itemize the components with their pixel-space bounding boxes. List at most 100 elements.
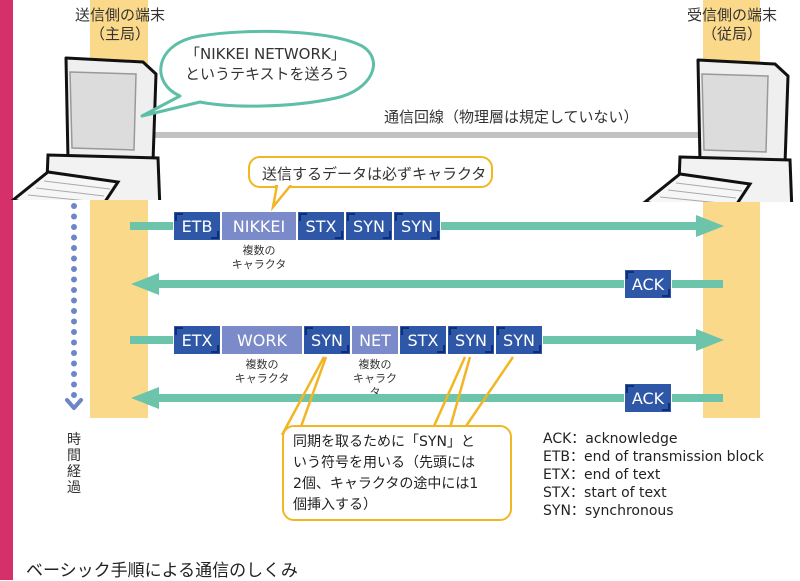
- time-arrow-dot: [71, 350, 77, 356]
- frame-work: WORK: [221, 325, 303, 355]
- legend-separator: ：: [570, 485, 585, 501]
- legend-abbr: STX: [543, 485, 571, 501]
- time-arrow-dot: [71, 318, 77, 325]
- legend-abbr: ETB: [543, 449, 571, 465]
- accent-bar: [0, 0, 13, 580]
- time-arrow-dot: [71, 276, 77, 283]
- legend-item: ETB：end of transmission block: [543, 448, 764, 466]
- frame-note-line1: 複数の: [358, 358, 392, 371]
- frame-note: 複数のキャラクタ: [221, 244, 297, 272]
- frame-net: NET: [351, 325, 399, 355]
- legend-item: SYN：synchronous: [543, 502, 764, 520]
- receiver-label-line2: （従局）: [701, 25, 762, 43]
- data-callout-pointer: [271, 185, 292, 211]
- legend-separator: ：: [570, 449, 585, 465]
- legend-meaning: end of transmission block: [584, 449, 764, 465]
- frame-stx: STX: [399, 325, 447, 355]
- frame-etx: ETX: [173, 325, 221, 355]
- syn-callout-line2: いう符号を用いる（先頭には: [293, 455, 475, 471]
- syn-callout-line1: 同期を取るために「SYN」と: [293, 434, 475, 450]
- time-label-text: 時間経過: [67, 432, 81, 496]
- time-arrow-dot: [71, 297, 77, 304]
- speech-bubble-line2: というテキストを送ろう: [185, 65, 350, 83]
- time-arrow-dot: [71, 287, 77, 293]
- legend-abbr: ETX: [543, 467, 570, 483]
- speech-bubble: 「NIKKEI NETWORK」 というテキストを送ろう: [185, 44, 350, 84]
- time-arrow-dot: [71, 224, 77, 230]
- frame-syn: SYN: [495, 325, 543, 355]
- syn-callout-line4: 個挿入する）: [293, 497, 377, 513]
- frame-stx: STX: [297, 211, 345, 241]
- time-arrow-dot: [71, 392, 77, 398]
- frame-note-line2: キャラクタ: [234, 372, 290, 385]
- time-arrow-dot: [71, 339, 77, 346]
- receiver-label-line1: 受信側の端末: [686, 6, 777, 24]
- arrowhead-right-icon: [696, 329, 724, 351]
- frame-ack: ACK: [624, 269, 672, 299]
- receiver-computer-icon: [642, 58, 794, 202]
- time-arrow-dot: [71, 213, 77, 220]
- frame-note-line2: キャラクタ: [353, 372, 397, 399]
- ack-arrow: [155, 280, 723, 288]
- frame-etb: ETB: [173, 211, 221, 241]
- time-arrow-dot: [71, 245, 77, 251]
- legend-separator: ：: [571, 431, 586, 447]
- ack-frame: ACK: [624, 269, 672, 299]
- time-arrow-dot: [71, 255, 77, 262]
- frame-syn: SYN: [447, 325, 495, 355]
- frame-note: 複数のキャラクタ: [351, 358, 399, 400]
- syn-callout-line3: 2個、キャラクタの途中には1: [293, 476, 479, 492]
- frame-note-line2: キャラクタ: [231, 258, 287, 271]
- frame-syn: SYN: [393, 211, 441, 241]
- time-arrow-dot: [71, 381, 77, 388]
- frame-note-line1: 複数の: [245, 358, 279, 371]
- communication-line-label: 通信回線（物理層は規定していない）: [384, 108, 639, 126]
- frame-syn: SYN: [345, 211, 393, 241]
- data-callout-text: 送信するデータは必ずキャラクタ: [262, 165, 487, 183]
- receiver-label: 受信側の端末 （従局）: [672, 6, 792, 44]
- time-arrow-dot: [71, 234, 77, 241]
- speech-bubble-shape: [140, 29, 375, 118]
- time-arrow-dot: [71, 203, 77, 209]
- time-arrow-icon: [65, 203, 83, 410]
- time-arrow-dot: [71, 266, 77, 272]
- legend-meaning: acknowledge: [585, 431, 678, 447]
- legend-meaning: synchronous: [584, 503, 674, 519]
- legend-meaning: start of text: [584, 485, 667, 501]
- legend-item: ACK：acknowledge: [543, 430, 764, 448]
- time-label: 時間経過: [66, 432, 82, 496]
- legend-item: ETX：end of text: [543, 466, 764, 484]
- data-callout: 送信するデータは必ずキャラクタ: [248, 156, 493, 188]
- sender-label-line1: 送信側の端末: [74, 6, 165, 24]
- speech-bubble-line1: 「NIKKEI NETWORK」: [185, 45, 346, 63]
- arrowhead-left-icon: [131, 387, 159, 409]
- time-arrow-dot: [71, 360, 77, 367]
- time-arrow-dot: [71, 371, 77, 377]
- arrowhead-right-icon: [696, 215, 724, 237]
- frame-ack: ACK: [624, 383, 672, 413]
- ack-arrow: [155, 394, 723, 402]
- communication-line: [150, 132, 702, 138]
- frame-note-line1: 複数の: [242, 244, 276, 257]
- frame-note: 複数のキャラクタ: [221, 358, 303, 386]
- syn-callout: 同期を取るために「SYN」と いう符号を用いる（先頭には 2個、キャラクタの途中…: [282, 425, 512, 521]
- time-arrow-dot: [71, 329, 77, 335]
- legend-separator: ：: [570, 503, 585, 519]
- sender-label: 送信側の端末 （主局）: [60, 6, 180, 44]
- ack-frame: ACK: [624, 383, 672, 413]
- legend-abbr: ACK: [543, 431, 572, 447]
- frame-nikkei: NIKKEI: [221, 211, 297, 241]
- legend-separator: ：: [570, 467, 584, 483]
- figure-caption: ベーシック手順による通信のしくみ: [26, 561, 298, 581]
- sender-label-line2: （主局）: [89, 25, 150, 43]
- sender-computer-icon: [10, 56, 162, 200]
- legend-abbr: SYN: [543, 503, 571, 519]
- frame-syn: SYN: [303, 325, 351, 355]
- arrowhead-left-icon: [131, 273, 159, 295]
- legend-meaning: end of text: [584, 467, 661, 483]
- legend-item: STX：start of text: [543, 484, 764, 502]
- time-arrow-dot: [71, 308, 77, 314]
